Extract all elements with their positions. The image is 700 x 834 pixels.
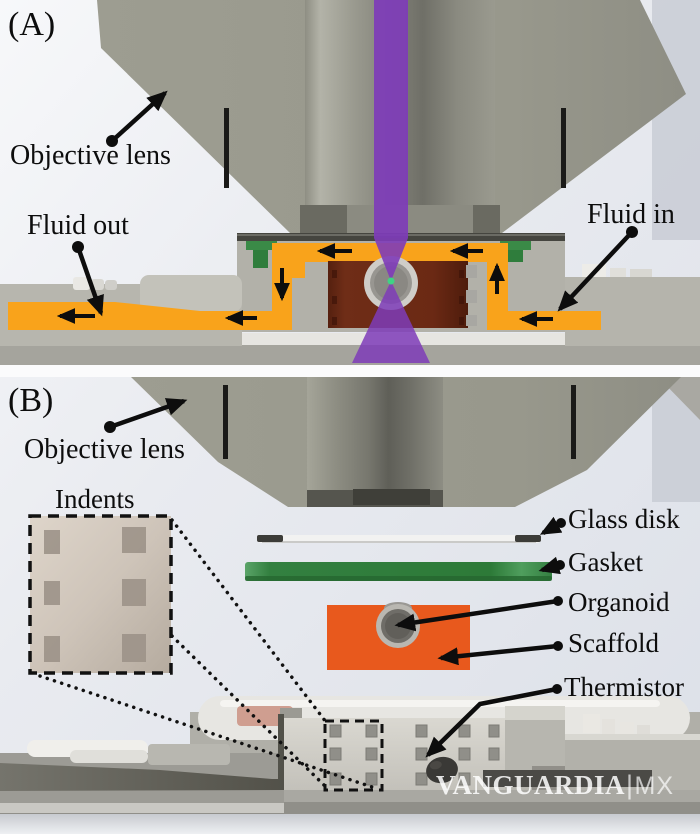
watermark: VANGUARDIA|MX — [436, 772, 674, 799]
glass-disk-label: Glass disk — [568, 504, 680, 534]
organoid-label: Organoid — [568, 587, 670, 617]
inset-indent-squares — [44, 527, 146, 662]
lens-slit-left-b — [223, 385, 228, 459]
dark-recess — [483, 770, 652, 787]
panel-a-tag: (A) — [8, 6, 56, 43]
lens-slit-right-a — [561, 108, 566, 188]
thermistor-bead — [426, 756, 458, 784]
lens-slit-right-b — [571, 385, 576, 459]
flow-arrows — [56, 243, 553, 327]
fluid-out-label: Fluid out — [27, 210, 129, 241]
right-wall-strip-a — [652, 0, 700, 240]
indents-label: Indents — [55, 484, 135, 514]
stage-indents — [329, 724, 500, 786]
fluid-in-label: Fluid in — [587, 199, 675, 230]
lens-barrel-b — [307, 377, 443, 507]
indents-target-box — [323, 719, 384, 792]
watermark-region: MX — [634, 772, 675, 800]
laser-beam — [352, 0, 430, 363]
panel-b — [0, 377, 700, 834]
watermark-divider: | — [626, 770, 634, 800]
objective-lens-label-b: Objective lens — [24, 434, 185, 465]
lens-tip-center-b — [353, 489, 430, 505]
callout-arrows-a — [72, 90, 638, 317]
indents-inset — [28, 514, 384, 792]
watermark-brand: VANGUARDIA — [436, 770, 626, 800]
fluid-junction-left — [272, 243, 305, 278]
lens-slit-left-a — [224, 108, 229, 188]
panel-b-tag: (B) — [8, 382, 54, 419]
left-plate — [0, 714, 284, 813]
callout-arrows-b — [104, 398, 566, 758]
base-band-white-a — [0, 365, 700, 377]
base-band-dark-a — [0, 345, 700, 365]
glass-disk — [257, 535, 541, 543]
focal-point — [387, 277, 395, 285]
thermistor-label: Thermistor — [564, 672, 684, 702]
gasket-cross-section-a — [246, 241, 531, 268]
lens-tip-center-a — [347, 205, 473, 233]
scaffold-label: Scaffold — [568, 628, 659, 658]
fluid-outlet-channel — [8, 243, 292, 330]
panel-a — [0, 0, 700, 377]
objective-lens-label-a: Objective lens — [10, 140, 171, 171]
gasket — [245, 562, 552, 581]
gasket-label: Gasket — [568, 547, 643, 577]
inset-leader-lines — [38, 518, 380, 791]
